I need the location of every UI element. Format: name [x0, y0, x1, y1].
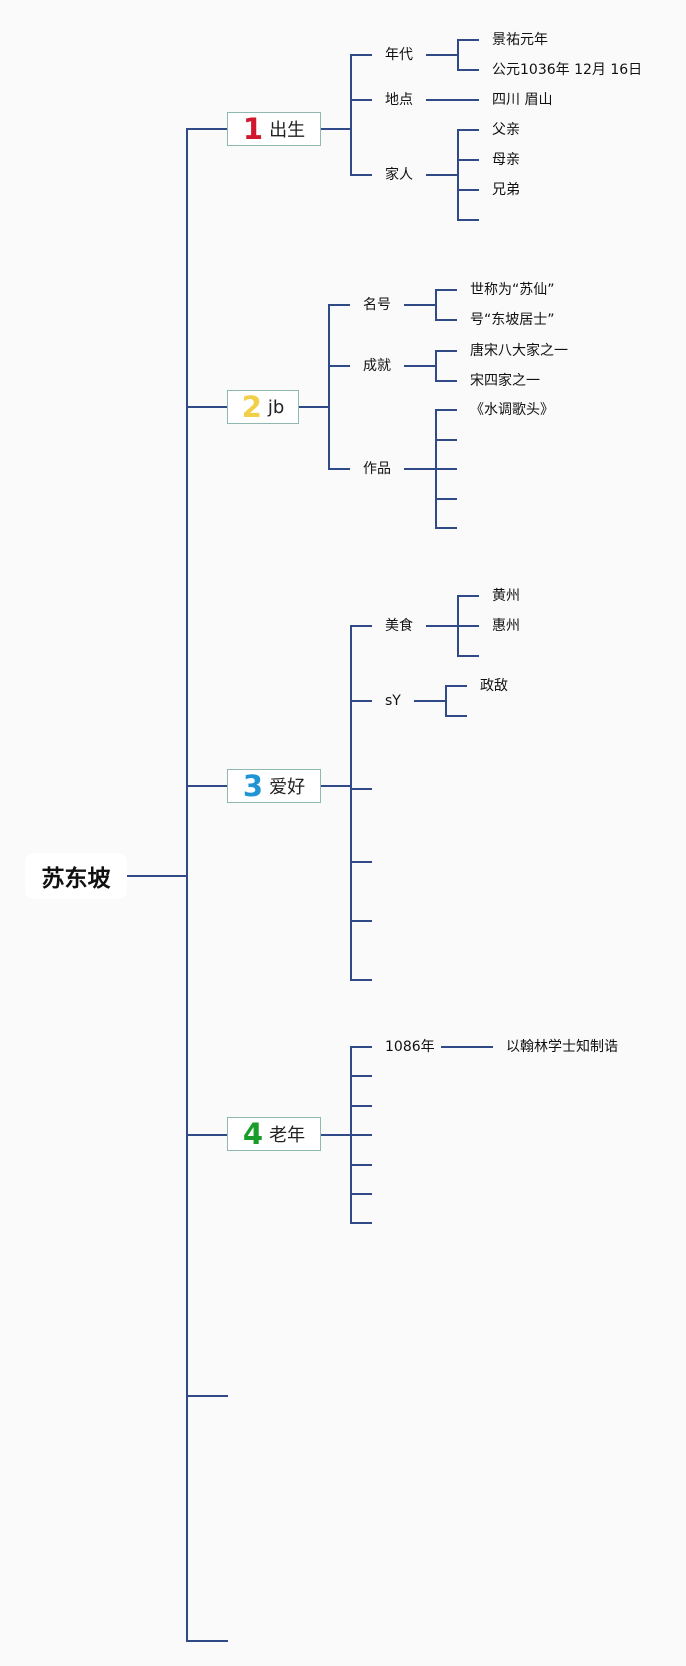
leaf-node[interactable]: 唐宋八大家之一 [470, 343, 568, 359]
leaf-node[interactable]: 四川 眉山 [492, 92, 553, 108]
leaf-node[interactable]: 宋四家之一 [470, 373, 540, 389]
leaf-node[interactable]: 景祐元年 [492, 32, 548, 48]
topic-node-old-age[interactable]: 4 老年 [227, 1117, 321, 1151]
leaf-node[interactable]: 世称为“苏仙” [470, 282, 555, 298]
leaf-node[interactable]: 《水调歌头》 [470, 402, 554, 418]
subtopic-node[interactable]: sY [385, 693, 401, 709]
topic-label: 爱好 [269, 777, 306, 798]
leaf-node[interactable]: 父亲 [492, 122, 520, 138]
topic-node-jb[interactable]: 2 jb [227, 390, 299, 424]
topic-node-hobbies[interactable]: 3 爱好 [227, 769, 321, 803]
root-node[interactable]: 苏东坡 [25, 853, 127, 899]
leaf-node[interactable]: 公元1036年 12月 16日 [492, 62, 643, 78]
subtopic-node[interactable]: 家人 [385, 167, 413, 183]
topic-node-birth[interactable]: 1 出生 [227, 112, 321, 146]
subtopic-node[interactable]: 名号 [363, 297, 391, 313]
leaf-node[interactable]: 以翰林学士知制诰 [506, 1039, 618, 1055]
subtopic-node[interactable]: 地点 [385, 92, 413, 108]
topic-label: 出生 [269, 120, 306, 141]
subtopic-node[interactable]: 作品 [363, 461, 391, 477]
topic-label: jb [267, 396, 285, 418]
leaf-node[interactable]: 母亲 [492, 152, 520, 168]
topic-number: 1 [242, 111, 264, 146]
leaf-node[interactable]: 兄弟 [492, 182, 520, 198]
subtopic-node[interactable]: 成就 [363, 358, 391, 374]
topic-label: 老年 [269, 1125, 306, 1146]
subtopic-node[interactable]: 1086年 [385, 1039, 435, 1055]
leaf-node[interactable]: 惠州 [492, 618, 520, 634]
leaf-node[interactable]: 政敌 [480, 678, 508, 694]
topic-number: 2 [241, 389, 262, 424]
root-label: 苏东坡 [41, 866, 111, 892]
topic-number: 3 [242, 768, 264, 803]
topic-number: 4 [242, 1116, 264, 1151]
subtopic-node[interactable]: 年代 [385, 47, 413, 63]
leaf-node[interactable]: 黄州 [492, 588, 520, 604]
leaf-node[interactable]: 号“东坡居士” [470, 312, 555, 328]
subtopic-node[interactable]: 美食 [385, 618, 413, 634]
